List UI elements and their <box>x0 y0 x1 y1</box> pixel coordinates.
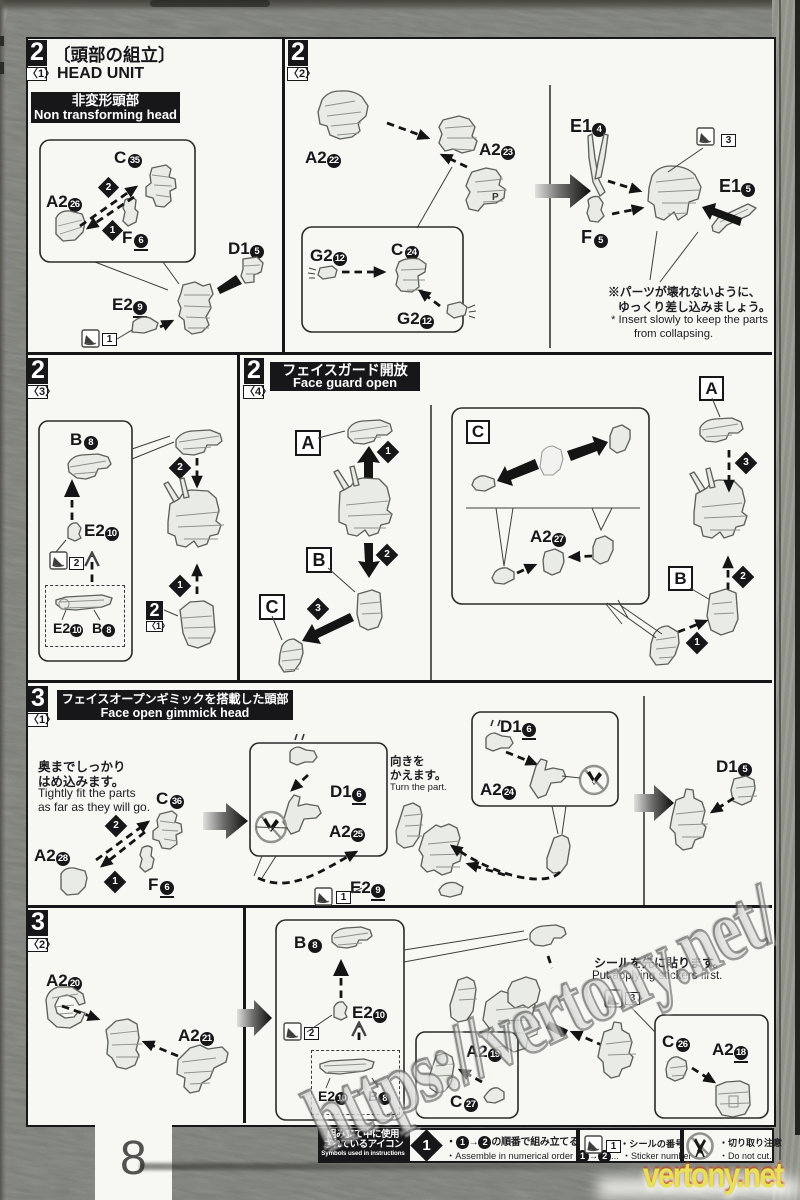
svg-text:P: P <box>492 192 499 203</box>
